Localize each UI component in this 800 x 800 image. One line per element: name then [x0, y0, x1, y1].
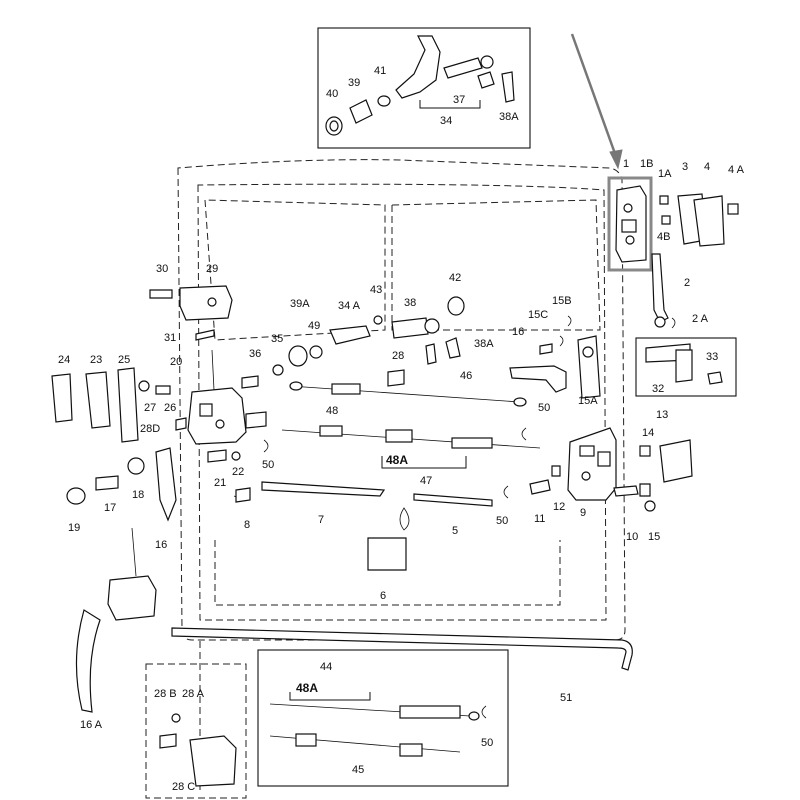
label-8: 8 [244, 519, 250, 531]
label-19: 19 [68, 522, 80, 534]
label-42: 42 [449, 272, 461, 284]
label-26: 26 [164, 402, 176, 414]
label-13: 13 [656, 409, 668, 421]
label-44: 44 [320, 661, 332, 673]
label-31: 31 [164, 332, 176, 344]
label-15C: 15C [528, 309, 548, 321]
label-18: 18 [132, 489, 144, 501]
label-38A: 38A [474, 338, 494, 350]
label-16A: 16 A [80, 719, 103, 731]
label-27: 27 [144, 402, 156, 414]
label-1A: 1A [658, 168, 672, 180]
label-48: 48 [326, 405, 338, 417]
label-45: 45 [352, 764, 364, 776]
label-38: 38 [404, 297, 416, 309]
label-28: 28 [392, 350, 404, 362]
label-29: 29 [206, 263, 218, 275]
label-16-left: 16 [155, 539, 167, 551]
inset-bottom-left [145, 663, 247, 799]
label-2A: 2 A [692, 313, 709, 325]
label-7: 7 [318, 514, 324, 526]
label-23: 23 [90, 354, 102, 366]
highlight-part-1 [570, 33, 653, 272]
label-21: 21 [214, 477, 226, 489]
label-39A: 39A [290, 298, 310, 310]
label-43: 43 [370, 284, 382, 296]
label-48A-bottom: 48A [296, 681, 318, 695]
label-17: 17 [104, 502, 116, 514]
label-38A-top: 38A [499, 111, 519, 123]
lock-assembly-right [503, 427, 693, 512]
label-14: 14 [642, 427, 654, 439]
label-49: 49 [308, 320, 320, 332]
inset-top-handle-lock [317, 27, 531, 149]
label-25: 25 [118, 354, 130, 366]
label-28B: 28 B [154, 688, 177, 700]
label-36: 36 [249, 348, 261, 360]
label-9: 9 [580, 507, 586, 519]
label-51: 51 [560, 692, 572, 704]
label-24: 24 [58, 354, 70, 366]
inner-handle-area [329, 296, 601, 399]
label-4B: 4B [657, 231, 670, 243]
label-16: 16 [512, 326, 524, 338]
label-15A: 15A [578, 395, 598, 407]
label-39: 39 [348, 77, 360, 89]
label-15: 15 [648, 531, 660, 543]
part-labels: 1 1B 1A 3 4 4 A 4B 2 2 A 33 32 13 14 9 1… [58, 65, 745, 793]
rods-and-cables [233, 381, 541, 571]
label-34A: 34 A [338, 300, 361, 312]
label-40: 40 [326, 88, 338, 100]
label-2: 2 [684, 277, 690, 289]
label-6: 6 [380, 590, 386, 602]
label-5: 5 [452, 525, 458, 537]
label-1B: 1B [640, 158, 653, 170]
label-28A: 28 A [182, 688, 205, 700]
label-47: 47 [420, 475, 432, 487]
label-22: 22 [232, 466, 244, 478]
label-11: 11 [534, 513, 545, 525]
label-50-c: 50 [496, 515, 508, 527]
label-4A: 4 A [728, 164, 745, 176]
label-12: 12 [553, 501, 565, 513]
parts-right-upper [635, 193, 739, 397]
label-10: 10 [626, 531, 638, 543]
inset-bottom-cables [257, 649, 509, 787]
sill-strip [171, 627, 633, 671]
label-50-b: 50 [262, 459, 274, 471]
label-50-d: 50 [481, 737, 493, 749]
label-32: 32 [652, 383, 664, 395]
lock-assembly-left [51, 285, 323, 713]
label-28D: 28D [140, 423, 160, 435]
label-46: 46 [460, 370, 472, 382]
label-28C: 28 C [172, 781, 195, 793]
label-34: 34 [440, 115, 452, 127]
label-30: 30 [156, 263, 168, 275]
label-41: 41 [374, 65, 386, 77]
label-15B: 15B [552, 295, 572, 307]
label-3: 3 [682, 161, 688, 173]
label-20: 20 [170, 356, 182, 368]
label-37: 37 [453, 94, 465, 106]
label-48A: 48A [386, 453, 408, 467]
label-50-a: 50 [538, 402, 550, 414]
label-35: 35 [271, 333, 283, 345]
label-33: 33 [706, 351, 718, 363]
label-4: 4 [704, 161, 710, 173]
label-1: 1 [623, 158, 629, 170]
